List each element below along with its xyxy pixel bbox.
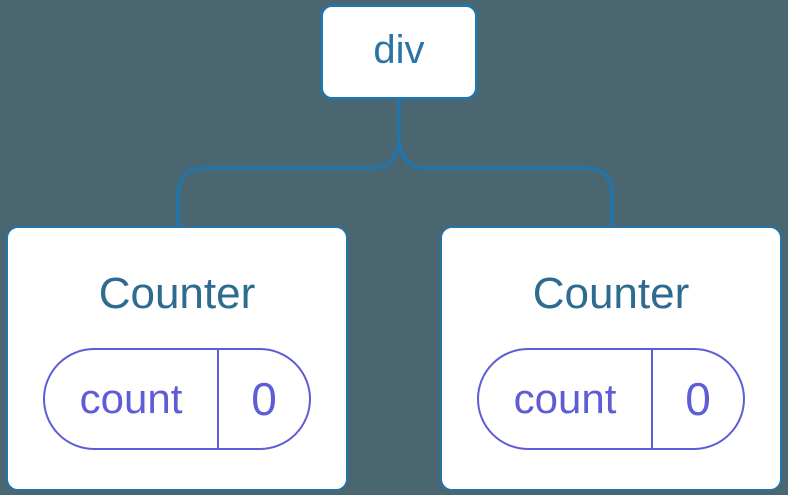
state-key-left: count — [79, 375, 183, 422]
state-pill-divider-right — [651, 350, 653, 448]
connector-right-branch — [397, 99, 614, 227]
connector-left-branch — [176, 99, 401, 227]
counter-card-right: Counter count 0 — [440, 226, 782, 491]
counter-title-right: Counter — [532, 269, 690, 318]
state-pill-left: count 0 — [43, 348, 311, 450]
counter-title-left: Counter — [98, 269, 256, 318]
state-value-left: 0 — [251, 373, 277, 425]
state-value-right: 0 — [685, 373, 711, 425]
node-div-label: div — [373, 28, 425, 72]
state-key-right: count — [513, 375, 617, 422]
state-pill-right: count 0 — [477, 348, 745, 450]
counter-card-left: Counter count 0 — [6, 226, 348, 491]
state-pill-divider-left — [217, 350, 219, 448]
tree-node-div: div — [320, 4, 478, 100]
